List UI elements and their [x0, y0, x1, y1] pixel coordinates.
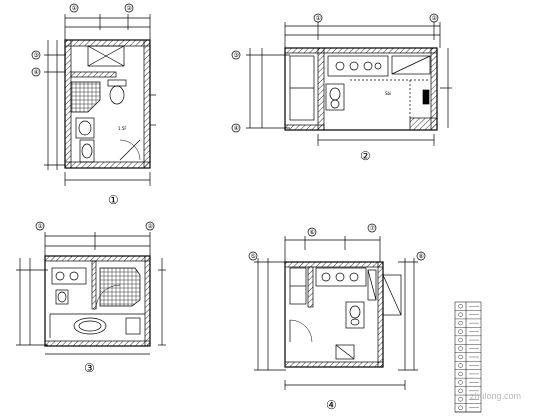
svg-text:③: ③ — [234, 52, 239, 59]
svg-text:①: ① — [38, 223, 43, 230]
plan-4-label: ④ — [326, 398, 337, 412]
svg-text:④: ④ — [234, 125, 239, 132]
plan-1 — [31, 3, 156, 186]
plan-1-room-note: 1.5F — [118, 126, 127, 131]
svg-text:③: ③ — [34, 52, 39, 59]
legend-symbol — [458, 405, 463, 410]
plan-4 — [248, 223, 426, 390]
legend-symbol — [458, 388, 463, 394]
legend-symbol — [458, 304, 463, 309]
plan-1-label: ① — [108, 193, 119, 207]
svg-text:②: ② — [148, 223, 154, 230]
legend-symbol — [458, 312, 463, 317]
plan-3 — [16, 221, 166, 355]
legend-symbol — [458, 397, 463, 402]
svg-text:⑥: ⑥ — [310, 229, 315, 236]
plan-2 — [231, 13, 452, 146]
svg-text:①: ① — [72, 5, 77, 12]
legend-symbol — [458, 363, 463, 368]
plan-2-room-note: Sbi — [385, 91, 391, 96]
svg-text:⑦: ⑦ — [370, 225, 376, 232]
legend-symbol — [458, 320, 463, 326]
legend-symbol — [458, 354, 463, 360]
legend-rows — [455, 304, 481, 413]
legend-symbol — [458, 380, 463, 385]
svg-text:②: ② — [127, 5, 133, 12]
plan-2-label: ② — [360, 149, 371, 163]
legend-symbol — [458, 371, 463, 377]
svg-text:⑤: ⑤ — [251, 253, 256, 260]
svg-text:④: ④ — [34, 69, 39, 76]
plan-3-label: ③ — [84, 361, 95, 375]
legend-symbol — [458, 329, 463, 334]
legend-symbol — [458, 337, 463, 343]
svg-text:⑧: ⑧ — [419, 253, 424, 260]
svg-text:①: ① — [316, 15, 321, 22]
legend-symbol — [458, 346, 463, 351]
svg-text:②: ② — [432, 15, 438, 22]
watermark: zhulong.com — [470, 391, 521, 401]
